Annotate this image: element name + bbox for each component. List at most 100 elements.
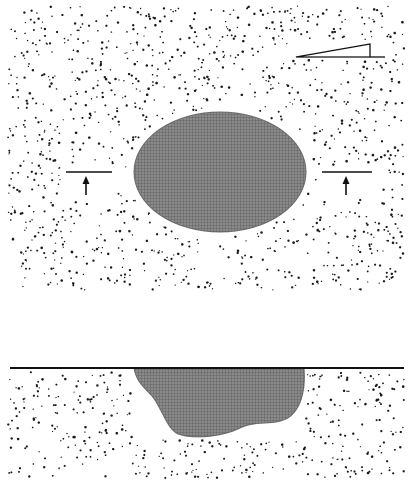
speckle-dot	[22, 262, 24, 264]
speckle-dot	[30, 371, 32, 373]
speckle-dot	[284, 271, 286, 273]
speckle-dot	[145, 116, 147, 118]
speckle-dot	[53, 404, 55, 406]
speckle-dot	[147, 87, 150, 90]
speckle-dot	[246, 443, 248, 445]
speckle-dot	[281, 67, 283, 69]
speckle-dot	[332, 273, 333, 274]
speckle-dot	[303, 64, 305, 66]
speckle-dot	[273, 227, 275, 229]
speckle-dot	[44, 131, 46, 133]
speckle-dot	[160, 279, 161, 280]
speckle-dot	[159, 285, 160, 286]
speckle-dot	[51, 179, 53, 181]
speckle-dot	[177, 238, 178, 239]
speckle-dot	[243, 35, 245, 37]
speckle-dot	[387, 410, 389, 412]
speckle-dot	[216, 58, 218, 60]
speckle-dot	[114, 282, 116, 284]
speckle-dot	[346, 61, 348, 63]
speckle-dot	[232, 470, 234, 472]
speckle-dot	[243, 458, 245, 460]
speckle-dot	[393, 116, 395, 118]
speckle-dot	[133, 218, 134, 219]
speckle-dot	[259, 110, 261, 112]
speckle-dot	[347, 471, 349, 473]
speckle-dot	[33, 21, 35, 23]
speckle-dot	[80, 27, 82, 29]
speckle-dot	[85, 91, 87, 93]
speckle-dot	[319, 378, 321, 380]
wedge-symbol-icon	[296, 44, 385, 57]
speckle-dot	[309, 430, 311, 432]
speckle-dot	[132, 136, 134, 138]
speckle-dot	[21, 266, 22, 267]
speckle-dot	[33, 417, 35, 419]
speckle-dot	[396, 242, 398, 244]
speckle-dot	[79, 395, 81, 397]
speckle-dot	[67, 446, 69, 448]
speckle-dot	[88, 25, 90, 27]
speckle-dot	[39, 40, 41, 42]
speckle-dot	[105, 78, 108, 81]
speckle-dot	[195, 109, 197, 111]
speckle-dot	[293, 17, 295, 19]
speckle-dot	[20, 213, 22, 215]
speckle-dot	[108, 209, 110, 211]
speckle-dot	[402, 173, 404, 175]
speckle-dot	[9, 379, 10, 380]
speckle-dot	[328, 435, 330, 437]
speckle-dot	[358, 246, 360, 248]
speckle-dot	[341, 119, 344, 122]
speckle-dot	[103, 374, 105, 376]
speckle-dot	[105, 46, 107, 48]
speckle-dot	[118, 124, 120, 126]
speckle-dot	[356, 122, 358, 124]
speckle-dot	[90, 401, 92, 403]
speckle-dot	[318, 283, 319, 284]
speckle-dot	[23, 253, 24, 254]
speckle-dot	[211, 472, 213, 474]
speckle-dot	[194, 70, 196, 72]
speckle-dot	[262, 14, 264, 16]
speckle-dot	[316, 222, 318, 224]
speckle-dot	[379, 282, 380, 283]
speckle-dot	[26, 227, 27, 228]
speckle-dot	[316, 394, 317, 395]
speckle-dot	[107, 253, 109, 255]
speckle-dot	[109, 279, 111, 281]
speckle-dot	[313, 132, 316, 135]
speckle-dot	[129, 275, 130, 276]
speckle-dot	[357, 278, 359, 280]
speckle-dot	[246, 472, 247, 473]
speckle-dot	[354, 229, 356, 231]
speckle-dot	[198, 58, 200, 60]
speckle-dot	[52, 77, 54, 79]
speckle-dot	[75, 271, 77, 273]
speckle-dot	[72, 436, 74, 438]
cross-section-panel	[7, 368, 405, 479]
speckle-dot	[367, 270, 369, 272]
speckle-dot	[132, 215, 135, 218]
speckle-dot	[151, 65, 153, 67]
speckle-dot	[50, 202, 52, 204]
speckle-dot	[278, 83, 279, 84]
speckle-dot	[27, 246, 29, 248]
speckle-dot	[316, 473, 318, 475]
speckle-dot	[389, 71, 391, 73]
speckle-dot	[384, 110, 385, 111]
speckle-dot	[178, 439, 181, 442]
speckle-dot	[67, 39, 69, 41]
speckle-dot	[391, 209, 393, 211]
speckle-dot	[39, 153, 42, 156]
speckle-dot	[129, 269, 131, 271]
speckle-dot	[270, 117, 272, 119]
speckle-dot	[367, 232, 369, 234]
speckle-dot	[54, 250, 56, 252]
speckle-dot	[155, 280, 157, 282]
speckle-dot	[152, 84, 154, 86]
speckle-dot	[8, 68, 10, 70]
speckle-dot	[186, 100, 188, 102]
speckle-dot	[291, 286, 293, 288]
speckle-dot	[361, 92, 363, 94]
